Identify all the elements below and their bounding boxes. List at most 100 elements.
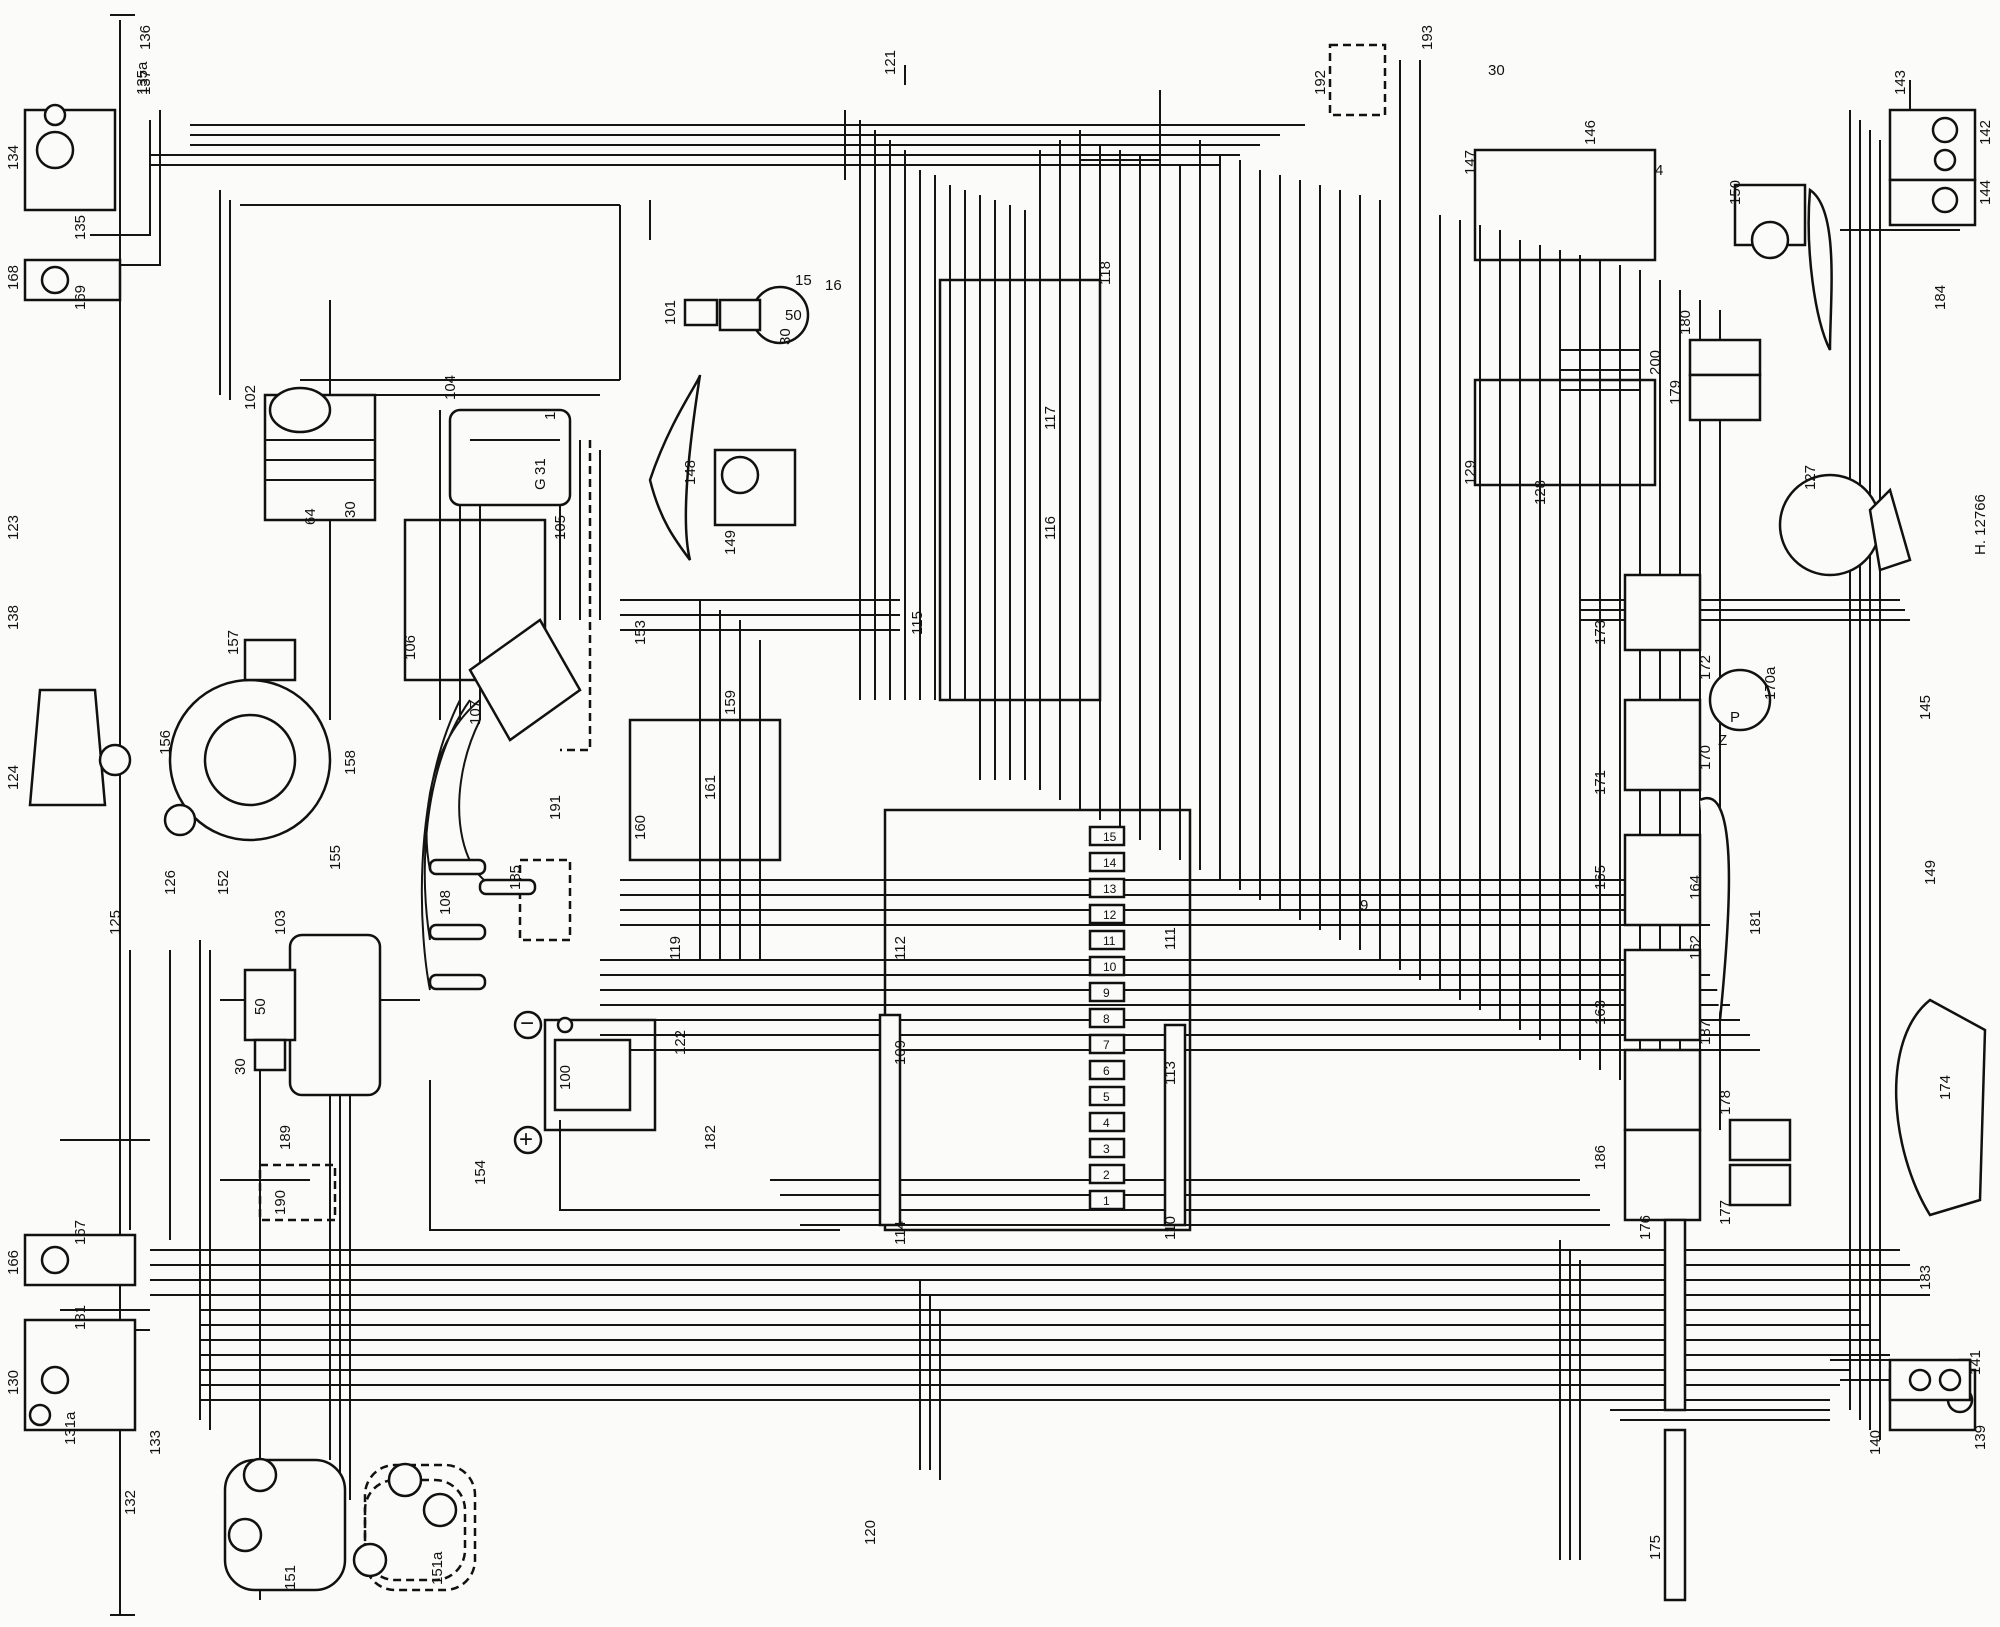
terminal-1: 1: [542, 412, 559, 420]
fuse-cell: [1088, 903, 1126, 925]
rear-wiper-motor: [1733, 183, 1833, 351]
terminal-P: P: [1730, 709, 1740, 726]
label-c165: 165: [1592, 865, 1609, 890]
battery-terminals: − +: [519, 1010, 534, 1153]
label-c136: 136: [137, 25, 154, 50]
label-c140: 140: [1867, 1430, 1884, 1455]
drawing-number: H. 12766: [1972, 494, 1989, 555]
terminal-16: 16: [825, 277, 842, 294]
label-c191: 191: [547, 795, 564, 820]
fuse-number: 4: [1103, 1116, 1110, 1130]
label-c124: 124: [5, 765, 22, 790]
wire-harness: [60, 20, 1960, 1616]
label-c153: 153: [632, 620, 649, 645]
label-c119: 119: [667, 936, 684, 960]
label-c146: 146: [1582, 120, 1599, 145]
carburettor: [163, 638, 332, 842]
label-c149: 149: [722, 530, 739, 555]
connectors: [878, 338, 1792, 1602]
terminal-30-alternator: 30: [342, 501, 359, 518]
label-c114: 114: [892, 1221, 909, 1245]
terminal-9: 9: [1360, 897, 1368, 914]
fuse-cell: [1088, 929, 1126, 951]
terminal-Z: Z: [1718, 732, 1727, 749]
label-c154: 154: [472, 1160, 489, 1185]
label-c158: 158: [342, 750, 359, 775]
fuse-number: 2: [1103, 1168, 1110, 1182]
label-c106: 106: [402, 635, 419, 660]
label-c162: 162: [1687, 935, 1704, 960]
ignition-lock: [1778, 473, 1912, 577]
side-repeater-168: [23, 258, 122, 302]
distributor: [420, 618, 582, 991]
label-c115: 115: [909, 611, 926, 635]
label-c120: 120: [862, 1520, 879, 1545]
terminal-50-starter: 50: [252, 998, 269, 1015]
fuse-cell: [1088, 1059, 1126, 1081]
terminal-64: 64: [302, 508, 319, 525]
label-c193: 193: [1419, 25, 1436, 50]
battery-box: [543, 1018, 657, 1132]
fuse-cell: [1088, 851, 1126, 873]
label-c142: 142: [1977, 120, 1994, 145]
label-c179: 179: [1667, 380, 1684, 405]
label-c129: 129: [1462, 460, 1479, 485]
terminal-30-starter: 30: [232, 1058, 249, 1075]
label-c138: 138: [5, 605, 22, 630]
fuse-number: 13: [1103, 882, 1117, 896]
label-c113: 113: [1162, 1061, 1179, 1085]
terminal-G: G: [532, 478, 549, 490]
terminal-50: 50: [785, 307, 802, 324]
fuse-number: 14: [1103, 856, 1117, 870]
fuse-cell: [1088, 877, 1126, 899]
label-c131: 131: [72, 1305, 89, 1330]
label-c151: 151: [282, 1565, 299, 1590]
fuse-cell: [1088, 981, 1126, 1003]
label-c164: 164: [1687, 875, 1704, 900]
label-c190: 190: [272, 1190, 289, 1215]
label-c178: 178: [1717, 1090, 1734, 1115]
fuse-number: 11: [1103, 934, 1116, 948]
label-c184: 184: [1932, 285, 1949, 310]
label-c102: 102: [242, 385, 259, 410]
heater-fan-174: [1895, 998, 1987, 1217]
label-c137: 137: [137, 70, 154, 95]
alternator: [263, 386, 377, 522]
label-c131a: 131a: [62, 1411, 79, 1445]
label-c200: 200: [1647, 350, 1664, 375]
front-wiper-motor: [648, 374, 797, 561]
terminal-30-ignition: 30: [777, 328, 794, 345]
label-c141: 141: [1967, 1350, 1984, 1375]
label-c133: 133: [147, 1430, 164, 1455]
fuse-cell: [1088, 825, 1126, 847]
label-c128: 128: [1532, 480, 1549, 505]
ground-points: [110, 14, 1911, 1616]
fuse-number: 1: [1103, 1194, 1110, 1208]
fuse-cell: [1088, 1189, 1126, 1211]
fuel-tank-sender-151a: [352, 1462, 477, 1592]
label-c143: 143: [1892, 70, 1909, 95]
label-c176: 176: [1637, 1215, 1654, 1240]
label-c161: 161: [702, 775, 719, 800]
label-c170: 170: [1697, 745, 1714, 770]
fuse-cell: [1088, 1137, 1126, 1159]
label-c147: 147: [1462, 150, 1479, 175]
label-c167: 167: [72, 1220, 89, 1245]
front-left-lamp-134: [23, 103, 117, 212]
label-c104: 104: [442, 375, 459, 400]
label-c130: 130: [5, 1370, 22, 1395]
label-c183: 183: [1917, 1265, 1934, 1290]
label-c127: 127: [1802, 465, 1819, 490]
fuse-number: 15: [1103, 830, 1117, 844]
fuse-cell: [1088, 1085, 1126, 1107]
label-c117: 117: [1042, 406, 1059, 430]
label-c182: 182: [702, 1125, 719, 1150]
label-c121: 121: [882, 50, 899, 75]
label-c172: 172: [1697, 655, 1714, 680]
instrument-cluster-box: [938, 278, 1102, 702]
starter-motor: [243, 933, 382, 1097]
fuse-number: 8: [1103, 1012, 1110, 1026]
label-c112: 112: [892, 936, 909, 960]
